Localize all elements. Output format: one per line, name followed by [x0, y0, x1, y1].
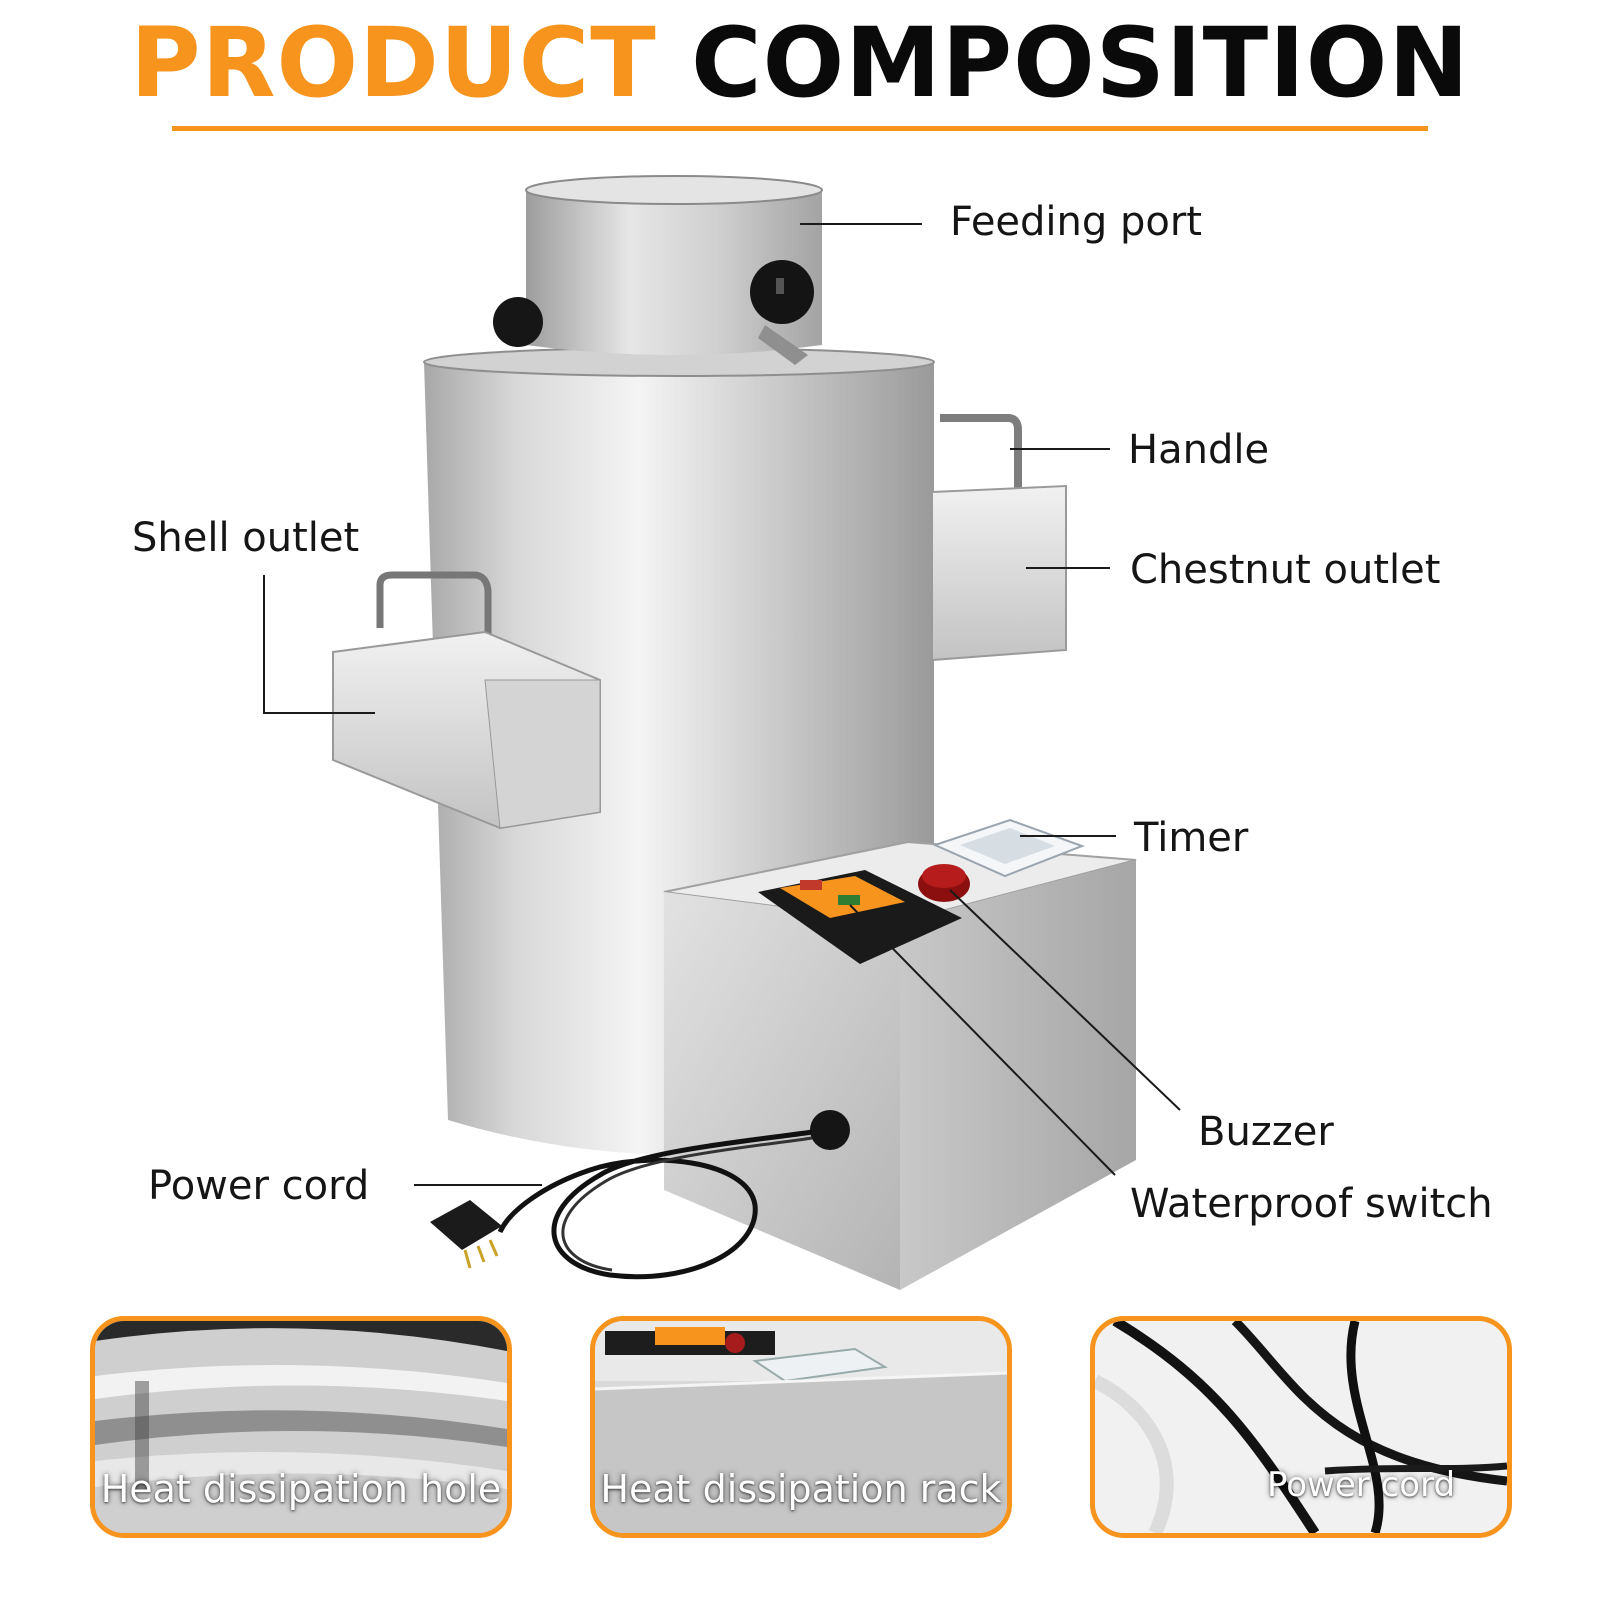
plug-icon — [430, 1200, 502, 1250]
shell-outlet-part — [332, 571, 601, 830]
page-title: PRODUCT COMPOSITION — [0, 8, 1600, 118]
detail-heat-dissipation-hole: Heat dissipation hole — [90, 1316, 512, 1538]
label-chestnut-outlet: Chestnut outlet — [1130, 547, 1441, 593]
feeding-port-hopper — [493, 175, 823, 365]
title-underline — [172, 126, 1428, 131]
left-knob-icon — [493, 297, 543, 347]
label-timer: Timer — [1134, 815, 1249, 861]
leader-waterproof-switch — [849, 904, 1116, 1176]
label-handle: Handle — [1128, 427, 1270, 473]
detail-caption: Heat dissipation hole — [100, 1467, 502, 1511]
detail-power-cord: Power cord — [1090, 1316, 1512, 1538]
cord-grommet-icon — [810, 1110, 850, 1150]
detail-caption: Heat dissipation rack — [600, 1467, 1002, 1511]
leader-shell-outlet — [263, 575, 375, 714]
control-box — [663, 818, 1137, 1290]
leader-buzzer — [949, 889, 1181, 1111]
detail-caption: Power cord — [1266, 1465, 1456, 1505]
power-cord-illustration — [430, 1129, 813, 1280]
label-shell-outlet: Shell outlet — [132, 515, 360, 561]
shell-outlet-handle — [376, 571, 492, 688]
label-power-cord: Power cord — [148, 1163, 370, 1209]
detail-heat-dissipation-rack: Heat dissipation rack — [590, 1316, 1012, 1538]
chestnut-outlet-part — [931, 414, 1067, 662]
title-accent: PRODUCT — [130, 7, 657, 119]
handle-bar — [940, 414, 1022, 490]
title-main: COMPOSITION — [691, 7, 1470, 119]
leader-lines — [263, 223, 1181, 1186]
label-buzzer: Buzzer — [1198, 1109, 1334, 1155]
label-waterproof-switch: Waterproof switch — [1130, 1181, 1493, 1227]
label-feeding-port: Feeding port — [950, 199, 1202, 245]
